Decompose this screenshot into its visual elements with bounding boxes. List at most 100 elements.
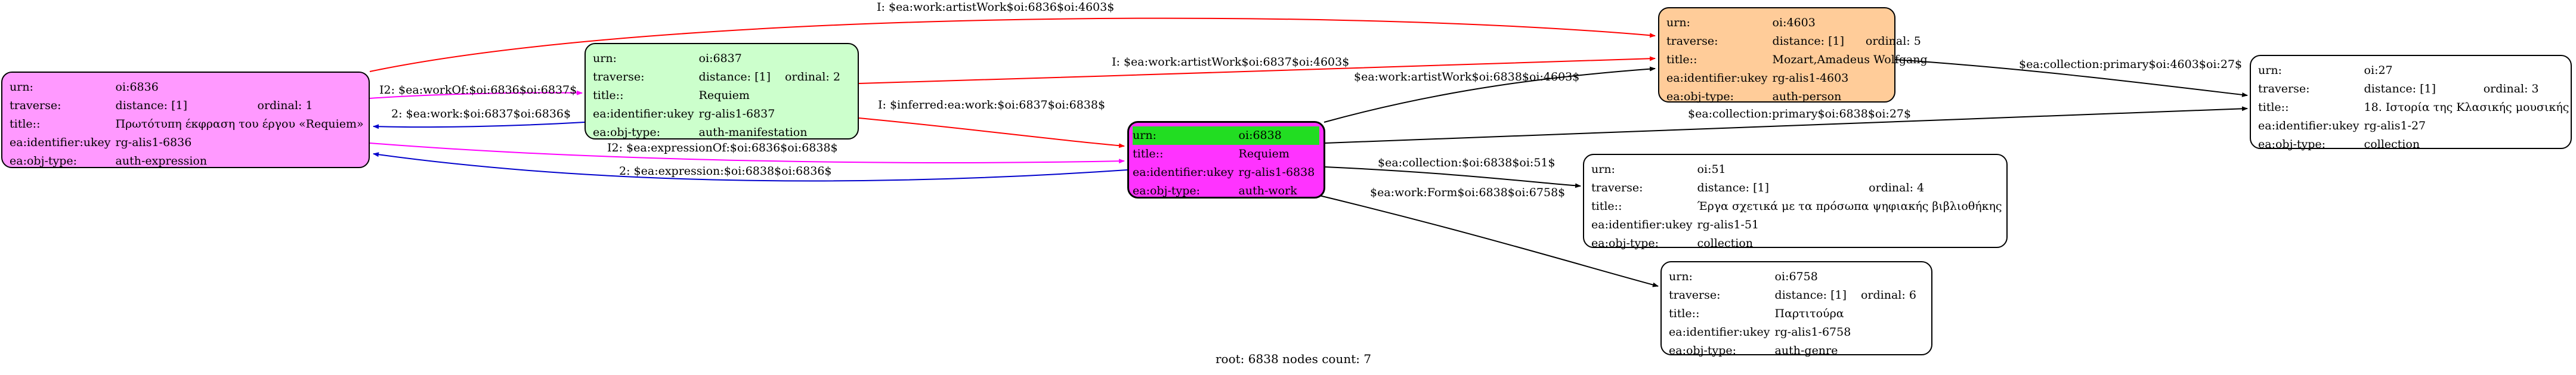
type-value: collection bbox=[1697, 237, 1754, 250]
distance-value: distance: [1] bbox=[115, 99, 187, 112]
field-label: ea:obj-type: bbox=[1666, 90, 1734, 103]
field-label: ea:identifier:ukey bbox=[2258, 119, 2359, 132]
edge-6837-6836 bbox=[373, 122, 585, 129]
edge-6836-6837 bbox=[369, 90, 583, 99]
distance-value: distance: [1] bbox=[1772, 35, 1844, 48]
field-label: urn: bbox=[593, 52, 617, 65]
title-value: Mozart,Amadeus Wolfgang bbox=[1772, 53, 1928, 66]
field-label: ea:identifier:ukey bbox=[593, 107, 694, 120]
title-value: Έργα σχετικά με τα πρόσωπα ψηφιακής βιβλ… bbox=[1697, 200, 2002, 213]
ordinal-value: ordinal: 3 bbox=[2483, 82, 2539, 95]
field-label: urn: bbox=[1133, 129, 1156, 142]
field-label: traverse: bbox=[1591, 181, 1643, 194]
field-label: traverse: bbox=[1669, 289, 1721, 302]
field-label: title:: bbox=[1669, 307, 1700, 320]
edge-label: $ea:work:artistWork$oi:6838$oi:4603$ bbox=[1354, 70, 1580, 83]
edge-label: I2: $ea:workOf:$oi:6836$oi:6837$ bbox=[379, 83, 577, 97]
distance-value: distance: [1] bbox=[2364, 82, 2436, 95]
edge-label: 2: $ea:work:$oi:6837$oi:6836$ bbox=[391, 107, 571, 120]
graph-caption: root: 6838 nodes count: 7 bbox=[1216, 352, 1372, 366]
ordinal-value: ordinal: 5 bbox=[1865, 35, 1921, 48]
urn-value: oi:6837 bbox=[698, 52, 742, 65]
field-label: ea:obj-type: bbox=[1133, 184, 1201, 197]
edge-label: $ea:work:Form$oi:6838$oi:6758$ bbox=[1370, 186, 1566, 199]
type-value: auth-expression bbox=[115, 154, 208, 168]
title-value: Πρωτότυπη έκφραση του έργου «Requiem» bbox=[115, 117, 364, 131]
ukey-value: rg-alis1-4603 bbox=[1772, 72, 1849, 85]
ordinal-value: ordinal: 6 bbox=[1860, 289, 1916, 302]
type-value: collection bbox=[2364, 138, 2420, 151]
urn-value: oi:6838 bbox=[1238, 129, 1282, 142]
field-label: urn: bbox=[1591, 163, 1615, 176]
ukey-value: rg-alis1-6838 bbox=[1238, 166, 1315, 179]
field-label: traverse: bbox=[2258, 82, 2310, 95]
node-6838-root[interactable]: urn: oi:6838 title::Requiem ea:identifier… bbox=[1127, 121, 1325, 199]
type-value: auth-work bbox=[1238, 184, 1297, 197]
field-label: title:: bbox=[1666, 53, 1697, 66]
field-label: ea:obj-type: bbox=[1669, 344, 1737, 357]
title-value: 18. Ιστορία της Κλασικής μουσικής bbox=[2364, 101, 2569, 114]
field-label: title:: bbox=[1591, 200, 1622, 213]
field-label: ea:identifier:ukey bbox=[1591, 218, 1693, 231]
field-label: ea:obj-type: bbox=[593, 126, 661, 139]
field-label: ea:obj-type: bbox=[1591, 237, 1659, 250]
edge-6838-51 bbox=[1325, 166, 1581, 188]
type-value: auth-person bbox=[1772, 90, 1842, 103]
urn-value: oi:4603 bbox=[1772, 16, 1816, 29]
node-6758[interactable]: urn: oi:6758 traverse: distance: [1] ordina… bbox=[1660, 261, 1932, 357]
field-label: traverse: bbox=[10, 99, 61, 112]
type-value: auth-genre bbox=[1774, 344, 1838, 357]
urn-value: oi:51 bbox=[1697, 163, 1726, 176]
distance-value: distance: [1] bbox=[698, 70, 771, 83]
field-label: urn: bbox=[1666, 16, 1690, 29]
distance-value: distance: [1] bbox=[1774, 289, 1847, 302]
edge-label: $ea:collection:$oi:6838$oi:51$ bbox=[1378, 156, 1556, 169]
ukey-value: rg-alis1-6837 bbox=[698, 107, 775, 120]
edge-6838-27 bbox=[1325, 106, 2248, 144]
edge-label: I: $ea:work:artistWork$oi:6836$oi:4603$ bbox=[877, 1, 1115, 14]
edge-label: $ea:collection:primary$oi:4603$oi:27$ bbox=[2019, 58, 2243, 71]
node-27[interactable]: urn: oi:27 traverse: distance: [1] ordinal:… bbox=[2250, 55, 2572, 151]
field-label: ea:identifier:ukey bbox=[1666, 72, 1768, 85]
edge-label: $ea:collection:primary$oi:6838$oi:27$ bbox=[1688, 107, 1912, 120]
urn-value: oi:27 bbox=[2364, 64, 2393, 77]
ukey-value: rg-alis1-27 bbox=[2364, 119, 2426, 132]
field-label: urn: bbox=[1669, 270, 1693, 283]
node-4603[interactable]: urn: oi:4603 traverse: distance: [1] ordina… bbox=[1658, 7, 1928, 103]
node-6836[interactable]: urn: oi:6836 traverse: distance: [1] ordina… bbox=[1, 72, 370, 168]
edge-6838-4603 bbox=[1323, 66, 1656, 123]
field-label: ea:obj-type: bbox=[10, 154, 78, 168]
ukey-value: rg-alis1-51 bbox=[1697, 218, 1759, 231]
edge-label: I2: $ea:expressionOf:$oi:6836$oi:6838$ bbox=[607, 141, 838, 154]
field-label: title:: bbox=[2258, 101, 2289, 114]
field-label: traverse: bbox=[593, 70, 645, 83]
field-label: ea:identifier:ukey bbox=[1133, 166, 1234, 179]
field-label: urn: bbox=[2258, 64, 2282, 77]
field-label: title:: bbox=[1133, 147, 1164, 160]
field-label: traverse: bbox=[1666, 35, 1718, 48]
field-label: ea:obj-type: bbox=[2258, 138, 2326, 151]
field-label: ea:identifier:ukey bbox=[10, 136, 111, 149]
urn-value: oi:6758 bbox=[1774, 270, 1818, 283]
distance-value: distance: [1] bbox=[1697, 181, 1769, 194]
urn-value: oi:6836 bbox=[115, 80, 159, 94]
edge-6838-6836 bbox=[373, 152, 1128, 182]
edge-6836-6838 bbox=[369, 142, 1125, 164]
ukey-value: rg-alis1-6836 bbox=[115, 136, 192, 149]
edge-6837-6838 bbox=[858, 117, 1125, 148]
title-value: Requiem bbox=[1238, 147, 1289, 160]
field-label: title:: bbox=[593, 89, 624, 102]
ordinal-value: ordinal: 2 bbox=[784, 70, 840, 83]
type-value: auth-manifestation bbox=[698, 126, 808, 139]
ukey-value: rg-alis1-6758 bbox=[1774, 326, 1851, 339]
field-label: title:: bbox=[10, 117, 41, 131]
node-51[interactable]: urn: oi:51 traverse: distance: [1] ordinal:… bbox=[1583, 154, 2008, 250]
ordinal-value: ordinal: 4 bbox=[1869, 181, 1925, 194]
field-label: urn: bbox=[10, 80, 33, 94]
edge-label: I: $inferred:ea:work:$oi:6837$oi:6838$ bbox=[878, 98, 1106, 111]
field-label: ea:identifier:ukey bbox=[1669, 326, 1770, 339]
ordinal-value: ordinal: 1 bbox=[257, 99, 313, 112]
edge-label: I: $ea:work:artistWork$oi:6837$oi:4603$ bbox=[1112, 55, 1350, 69]
node-6837[interactable]: urn: oi:6837 traverse: distance: [1] ordina… bbox=[585, 43, 859, 140]
